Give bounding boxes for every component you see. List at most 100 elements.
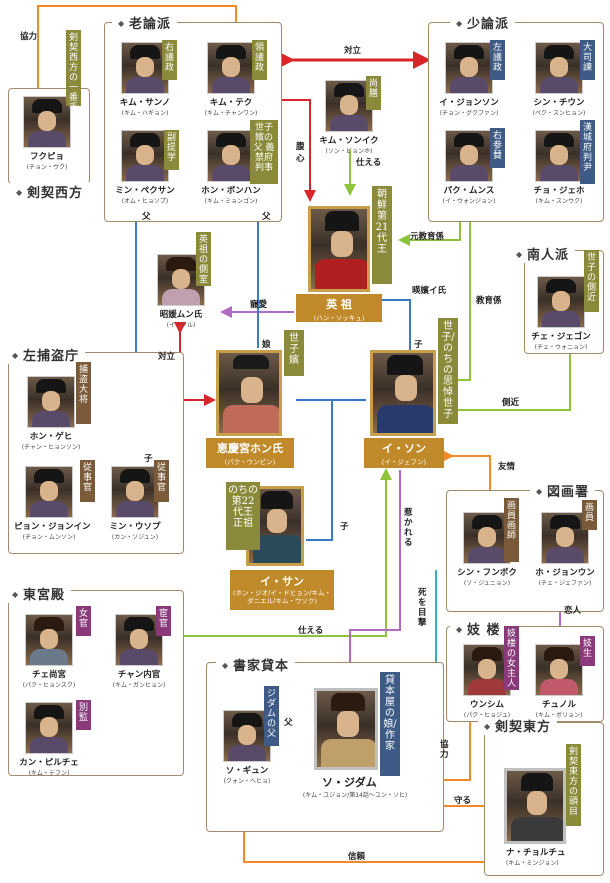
actor-pyon-jonin: (チョン・ムンソン)	[22, 534, 76, 541]
name-paku-munsu: パク・ムンス	[443, 186, 495, 196]
name-kim-teku: キム・テク	[209, 98, 253, 108]
actor-paku-munsu: (イ・ウォンジョン)	[442, 198, 496, 205]
actor-chae-jegon: (チェ・ウォニョン)	[534, 344, 588, 351]
person-so-gyun[interactable]: ソ・ギュン (クォン・ヘヒョ)	[212, 710, 282, 785]
role-min-pekusan: 副提学	[164, 130, 179, 170]
name-chue: チェ尚宮	[31, 670, 66, 680]
rel-ko3: 子	[340, 522, 349, 532]
person-unshimu[interactable]: ウンシム (パク・ヒョジュ)	[452, 644, 522, 719]
role-kim-sonikku: 尚膳	[366, 76, 381, 110]
person-chunoru[interactable]: チュノル (キム・ボリョン)	[524, 644, 594, 719]
portrait-frame-i-son[interactable]	[370, 350, 436, 436]
name-ho-jonun: ホ・ジョンウン	[535, 568, 595, 578]
role-ho-jonun: 画員	[582, 500, 597, 530]
role-hyegyong: 世子嬪	[284, 330, 304, 376]
name-kan-piruche: カン・ピルチェ	[19, 758, 79, 768]
person-hon-bonhan[interactable]: ホン・ボンハン (キム・ミョンゴン)	[196, 130, 266, 205]
portrait-paku-munsu	[445, 130, 493, 182]
role-cho-jeho: 漢城府判尹	[580, 120, 595, 184]
actor-cho-jeho: (キム・スンウク)	[535, 198, 583, 205]
portrait-frame-hyegyong[interactable]	[216, 350, 282, 436]
portrait-frame-yonjo[interactable]	[308, 206, 370, 292]
person-min-usopu[interactable]: ミン・ウソプ (カン・ソジュン)	[100, 466, 170, 541]
actor-min-usopu: (カン・ソジュン)	[111, 534, 159, 541]
name-i-jonson: イ・ジョンソン	[439, 98, 499, 108]
person-kim-teku[interactable]: キム・テク (キム・チャンワン)	[196, 42, 266, 117]
plaque-yonjo: 英 祖 (ハン・ソッキュ)	[296, 294, 382, 322]
person-paku-munsu[interactable]: パク・ムンス (イ・ウォンジョン)	[434, 130, 504, 205]
actor-kim-sonikku: (ソン・ビョンホ)	[325, 148, 373, 155]
group-togu-title: 東宮殿	[6, 584, 71, 603]
role-chan-naikan: 宦官	[156, 606, 171, 636]
rel-hikareru: 惹かれる	[404, 508, 413, 548]
actor-kan-piruche: (キム・テフン)	[28, 770, 70, 777]
rel-shinrai: 信頼	[348, 852, 366, 862]
person-kan-piruche[interactable]: カン・ピルチェ (キム・テフン)	[14, 702, 84, 777]
actor-hyegyong: (パク・ウンビン)	[224, 458, 276, 466]
person-kim-sanno[interactable]: キム・サンノ (キム・ハギョン)	[110, 42, 180, 117]
person-shin-funboku[interactable]: シン・フンボク (ソ・ジュニョン)	[452, 512, 522, 587]
person-shin-chiun[interactable]: シン・チウン (ペク・スンヒョン)	[524, 42, 594, 117]
rel-mamoru: 守る	[454, 796, 472, 806]
rel-moto-kyoiku: 元教育係	[410, 232, 445, 242]
group-noron-title: 老論派	[112, 13, 177, 32]
actor-munshi: (イ・ソル)	[166, 322, 196, 329]
name-min-usopu: ミン・ウソプ	[109, 522, 161, 532]
portrait-so-gyun	[223, 710, 271, 762]
portrait-yonjo	[311, 209, 367, 289]
group-shoka-title: 書家貸本	[216, 655, 295, 674]
person-ho-jonun[interactable]: ホ・ジョンウン (チェ・ジェファン)	[530, 512, 600, 587]
role-so-gyun: ジダムの父	[264, 686, 279, 746]
portrait-shin-funboku	[463, 512, 511, 564]
rel-musume: 娘	[262, 340, 271, 350]
portrait-frame-so-jidamu[interactable]	[314, 688, 378, 770]
portrait-frame-na-choruchu[interactable]	[504, 768, 566, 844]
name-hon-bonhan: ホン・ボンハン	[201, 186, 261, 196]
actor-na-choruchu: (キム・ミンジョン)	[506, 860, 559, 867]
name-shin-chiun: シン・チウン	[533, 98, 585, 108]
person-i-jonson[interactable]: イ・ジョンソン (チョン・グクファン)	[434, 42, 504, 117]
portrait-na-choruchu	[507, 771, 563, 841]
actor-chan-naikan: (キム・ガンヒョン)	[112, 682, 166, 689]
actor-so-jidamu: (キム・ユジョン/第14話〜ユン・ソヒ)	[302, 792, 408, 799]
rel-tairitsu-top: 対立	[344, 46, 362, 56]
role-i-jonson: 左議政	[490, 40, 505, 80]
name-kim-sanno: キム・サンノ	[119, 98, 171, 108]
portrait-i-son	[373, 353, 433, 433]
group-namin-title: 南人派	[510, 244, 575, 263]
name-pyon-jonin: ピョン・ジョンイン	[14, 522, 91, 532]
name-min-pekusan: ミン・ペクサン	[115, 186, 175, 196]
actor-i-son: (イ・ジェフン)	[381, 458, 427, 466]
role-kan-piruche: 別監	[76, 700, 91, 730]
group-gekei-west-title: 剣契西方	[10, 182, 89, 201]
role-i-son: 世子/のちの思悼世子	[438, 318, 458, 424]
role-chue: 女官	[76, 606, 91, 636]
name-fukupyo: フクピョ	[29, 152, 64, 162]
group-gekei-east-title: 剣契東方	[478, 716, 557, 735]
name-hyegyong: 恵慶宮ホン氏	[217, 442, 283, 455]
person-chae-jegon[interactable]: チェ・ジェゴン (チェ・ウォニョン)	[526, 276, 596, 351]
name-i-san: イ・サン	[260, 575, 304, 588]
portrait-chue	[25, 614, 73, 666]
actor-yonjo: (ハン・ソッキュ)	[313, 314, 365, 322]
name-unshimu: ウンシム	[469, 700, 504, 710]
group-sapodo-title: 左捕盗庁	[6, 345, 85, 364]
person-hon-gehi[interactable]: ホン・ゲヒ (チャン・ヒョンソン)	[16, 376, 86, 451]
name-chae-jegon: チェ・ジェゴン	[531, 332, 591, 342]
role-fukupyo: 剣契西方の一番手	[66, 30, 81, 113]
role-i-san: のちの第22代王 正祖	[226, 482, 260, 550]
name-shin-funboku: シン・フンボク	[457, 568, 517, 578]
rel-kyoryoku-west: 協力	[20, 32, 38, 42]
portrait-unshimu	[463, 644, 511, 696]
role-kim-teku: 領議政	[252, 40, 267, 80]
person-chue[interactable]: チェ尚宮 (パク・ヒョンスク)	[14, 614, 84, 689]
name-kim-sonikku: キム・ソンイク	[319, 136, 379, 146]
actor-min-pekusan: (オム・ヒョソプ)	[121, 198, 169, 205]
role-min-usopu: 従事官	[154, 460, 169, 502]
person-chan-naikan[interactable]: チャン内官 (キム・ガンヒョン)	[104, 614, 174, 689]
person-pyon-jonin[interactable]: ピョン・ジョンイン (チョン・ムンソン)	[14, 466, 91, 541]
person-fukupyo[interactable]: フクピョ (チョン・ウク)	[12, 96, 82, 171]
actor-ho-jonun: (チェ・ジェファン)	[538, 580, 592, 587]
portrait-fukupyo	[23, 96, 71, 148]
portrait-kan-piruche	[25, 702, 73, 754]
